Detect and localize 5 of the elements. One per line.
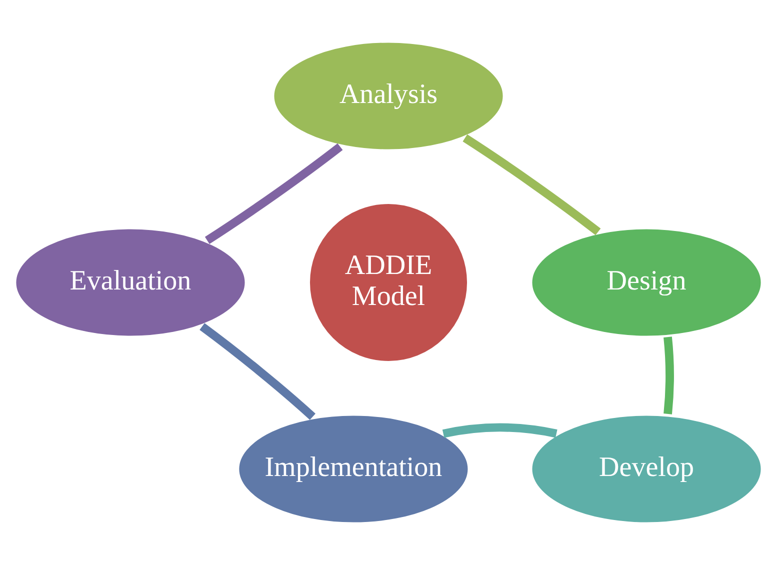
connector bbox=[200, 323, 316, 420]
connector bbox=[462, 134, 601, 236]
connector bbox=[664, 336, 674, 414]
connector bbox=[204, 143, 343, 244]
connector bbox=[442, 423, 558, 438]
